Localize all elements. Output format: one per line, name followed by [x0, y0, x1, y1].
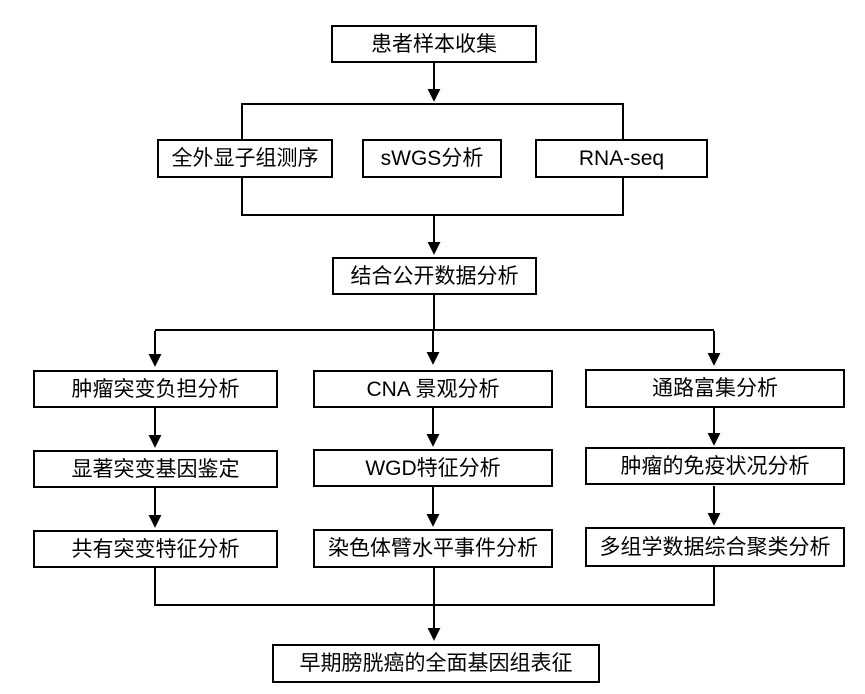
edge-public-branch [155, 295, 714, 331]
edge-collect-to-row2-bracket [241, 103, 624, 140]
node-cna-landscape: CNA 景观分析 [313, 370, 553, 408]
node-final-genomic-characterization: 早期膀胱癌的全面基因组表征 [272, 644, 600, 683]
edge-row2-to-public-bracket [241, 177, 624, 216]
node-whole-exome-sequencing: 全外显子组测序 [157, 139, 333, 178]
node-rna-seq: RNA-seq [535, 139, 708, 178]
node-wgd-signature: WGD特征分析 [313, 449, 553, 487]
node-tumor-mutation-burden: 肿瘤突变负担分析 [33, 370, 278, 408]
node-patient-sample-collection: 患者样本收集 [331, 25, 537, 63]
node-shared-mutation-signature: 共有突变特征分析 [33, 530, 278, 568]
node-significant-mutated-genes: 显著突变基因鉴定 [33, 450, 278, 488]
node-multiomics-clustering: 多组学数据综合聚类分析 [585, 527, 845, 567]
node-tumor-immune-status: 肿瘤的免疫状况分析 [585, 447, 845, 485]
node-chromosome-arm-events: 染色体臂水平事件分析 [313, 529, 553, 568]
node-swgs-analysis: sWGS分析 [362, 139, 502, 178]
node-pathway-enrichment: 通路富集分析 [585, 369, 845, 408]
node-public-data-analysis: 结合公开数据分析 [332, 257, 537, 295]
